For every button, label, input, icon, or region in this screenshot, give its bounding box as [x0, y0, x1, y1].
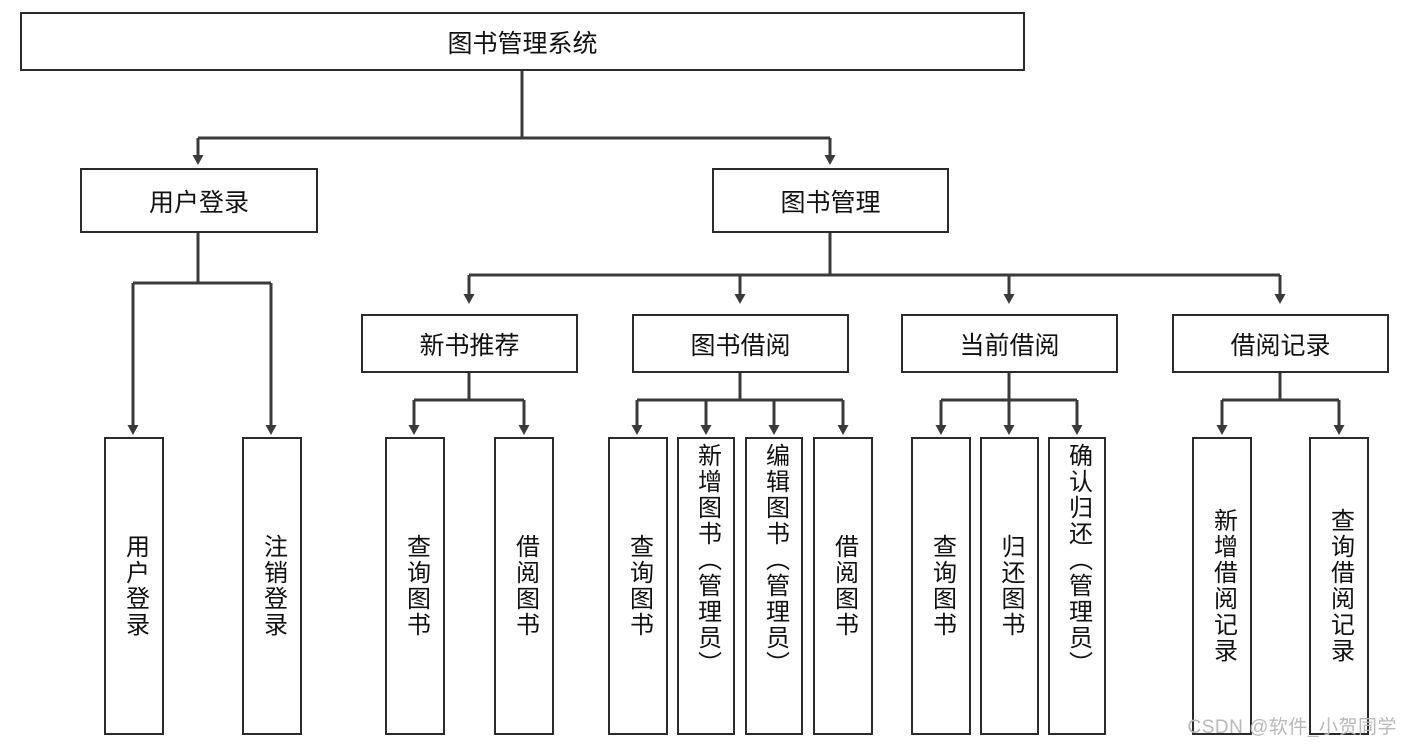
node-book-borrow[interactable]: 图书借阅	[632, 314, 849, 373]
node-label: 借阅图书	[511, 534, 539, 638]
csdn-watermark: CSDN @软件_小贺同学	[1187, 717, 1397, 738]
leaf-query-book-current[interactable]: 查询图书	[911, 437, 971, 735]
node-label: 查询图书	[402, 534, 430, 638]
node-label: 图书管理系统	[447, 29, 598, 58]
node-label: 用户登录	[121, 534, 149, 638]
node-label: 归还图书	[996, 534, 1024, 638]
node-label: 查询借阅记录	[1326, 508, 1354, 664]
node-label: 确认归还（管理员）	[1064, 443, 1092, 677]
node-label: 查询图书	[928, 534, 956, 638]
node-user-login[interactable]: 用户登录	[80, 168, 318, 233]
node-label: 新增借阅记录	[1209, 508, 1237, 664]
node-label: 查询图书	[625, 534, 653, 638]
node-borrow-record[interactable]: 借阅记录	[1172, 314, 1389, 373]
leaf-user-login[interactable]: 用户登录	[104, 437, 164, 735]
leaf-add-book-admin[interactable]: 新增图书（管理员）	[677, 437, 735, 735]
leaf-return-book[interactable]: 归还图书	[980, 437, 1039, 735]
node-label: 借阅图书	[830, 534, 858, 638]
node-root-book-management-system[interactable]: 图书管理系统	[20, 12, 1025, 71]
leaf-borrow-book-recommend[interactable]: 借阅图书	[494, 437, 554, 735]
node-current-borrow[interactable]: 当前借阅	[901, 314, 1118, 373]
leaf-query-book-borrow[interactable]: 查询图书	[608, 437, 668, 735]
leaf-confirm-return-admin[interactable]: 确认归还（管理员）	[1048, 437, 1106, 735]
leaf-add-borrow-record[interactable]: 新增借阅记录	[1192, 437, 1252, 735]
node-new-book-recommendation[interactable]: 新书推荐	[361, 314, 578, 373]
node-label: 图书管理	[780, 188, 881, 217]
leaf-edit-book-admin[interactable]: 编辑图书（管理员）	[745, 437, 803, 735]
node-label: 编辑图书（管理员）	[761, 443, 789, 677]
leaf-logout[interactable]: 注销登录	[242, 437, 302, 735]
node-label: 图书借阅	[690, 331, 791, 360]
node-label: 新增图书（管理员）	[693, 443, 721, 677]
leaf-query-book-recommend[interactable]: 查询图书	[385, 437, 445, 735]
node-label: 借阅记录	[1230, 331, 1331, 360]
node-book-management[interactable]: 图书管理	[712, 168, 949, 233]
node-label: 用户登录	[148, 188, 249, 217]
leaf-query-borrow-record[interactable]: 查询借阅记录	[1309, 437, 1369, 735]
node-label: 新书推荐	[419, 331, 520, 360]
leaf-borrow-book[interactable]: 借阅图书	[813, 437, 873, 735]
node-label: 注销登录	[259, 534, 287, 638]
node-label: 当前借阅	[959, 331, 1060, 360]
